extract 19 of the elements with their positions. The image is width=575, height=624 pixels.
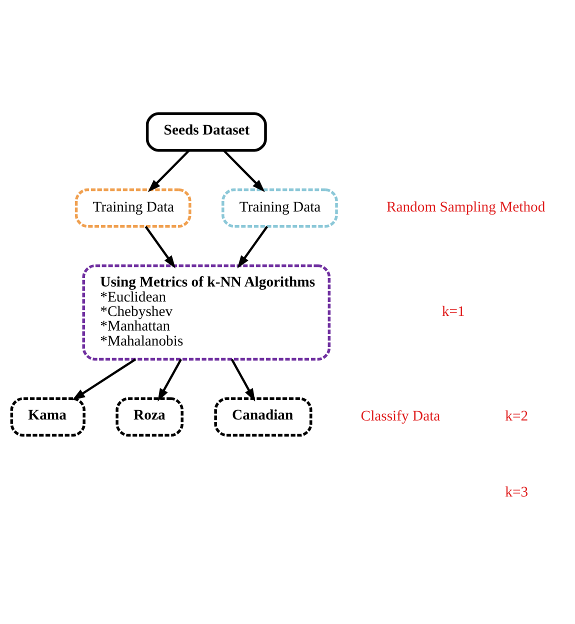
label: k=1 xyxy=(442,303,465,320)
label: k=2 xyxy=(505,408,528,424)
node-box: Seeds Dataset xyxy=(146,112,267,152)
arrow xyxy=(144,225,176,268)
arrow xyxy=(237,225,268,268)
node-box: Canadian xyxy=(214,396,312,436)
node-box: Training Data xyxy=(74,188,192,228)
node-box: Kama xyxy=(10,396,86,436)
node-box: Roza xyxy=(116,396,184,436)
arrow xyxy=(158,358,182,401)
node-box: Using Metrics of k-NN Algorithms *Euclidean *Chebyshev *Manhattan *Mahalanobis xyxy=(82,264,331,360)
label: k=3 xyxy=(505,484,528,500)
arrow xyxy=(148,149,190,192)
label: Random Sampling Method xyxy=(386,199,546,216)
arrow xyxy=(230,358,256,401)
node-box: Training Data xyxy=(222,188,338,228)
arrow xyxy=(72,358,136,400)
arrow xyxy=(222,149,265,192)
label: Classify Data xyxy=(360,408,440,424)
